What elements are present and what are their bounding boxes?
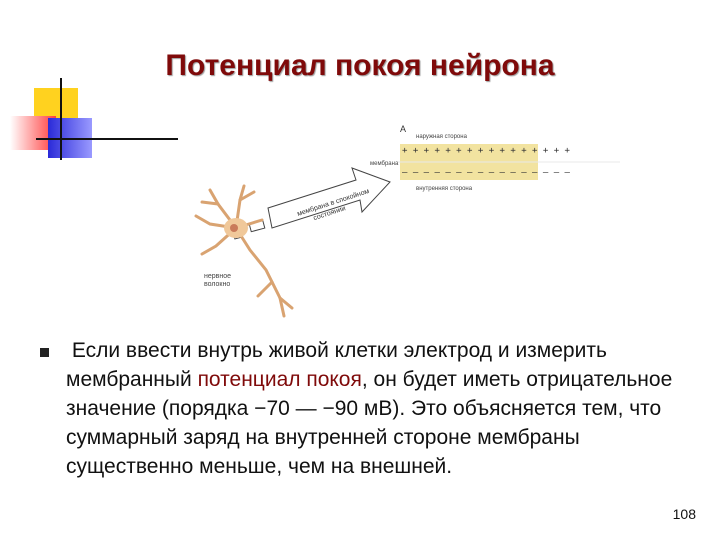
plus-row: + + + + + + + + + + + + + + + + [402,146,571,156]
arrow-shape [267,167,391,229]
fiber-label-line-1: нервное [204,273,231,280]
outer-side-label: наружная сторона [416,134,468,140]
bullet-text-start: Если ввести внутрь живой клетки электрод… [66,339,607,391]
fiber-label-line-2: волокно [204,281,230,288]
slide-title: Потенциал покоя нейрона [165,49,555,82]
bullet-marker [40,348,49,357]
highlight-term: потенциал покоя [197,368,362,391]
minus-row: – – – – – – – – – – – – – – – – [402,168,571,178]
membrane-label: мембрана [370,161,399,167]
corner-decoration [0,0,180,170]
panel-label: А [400,124,406,134]
bullet-text-end: , он будет иметь отрицательное значение … [66,368,673,478]
inner-side-label: внутренняя сторона [416,186,473,192]
neuron-nucleus [230,224,238,232]
vertical-line [60,78,62,160]
fiber-label: нервное волокно [204,273,233,288]
neuron-diagram: А наружная сторона + + + + + + + + + + +… [194,124,620,318]
bullet-text: Если ввести внутрь живой клетки электрод… [66,336,686,481]
page-number: 108 [672,506,696,522]
horizontal-line [36,138,178,140]
